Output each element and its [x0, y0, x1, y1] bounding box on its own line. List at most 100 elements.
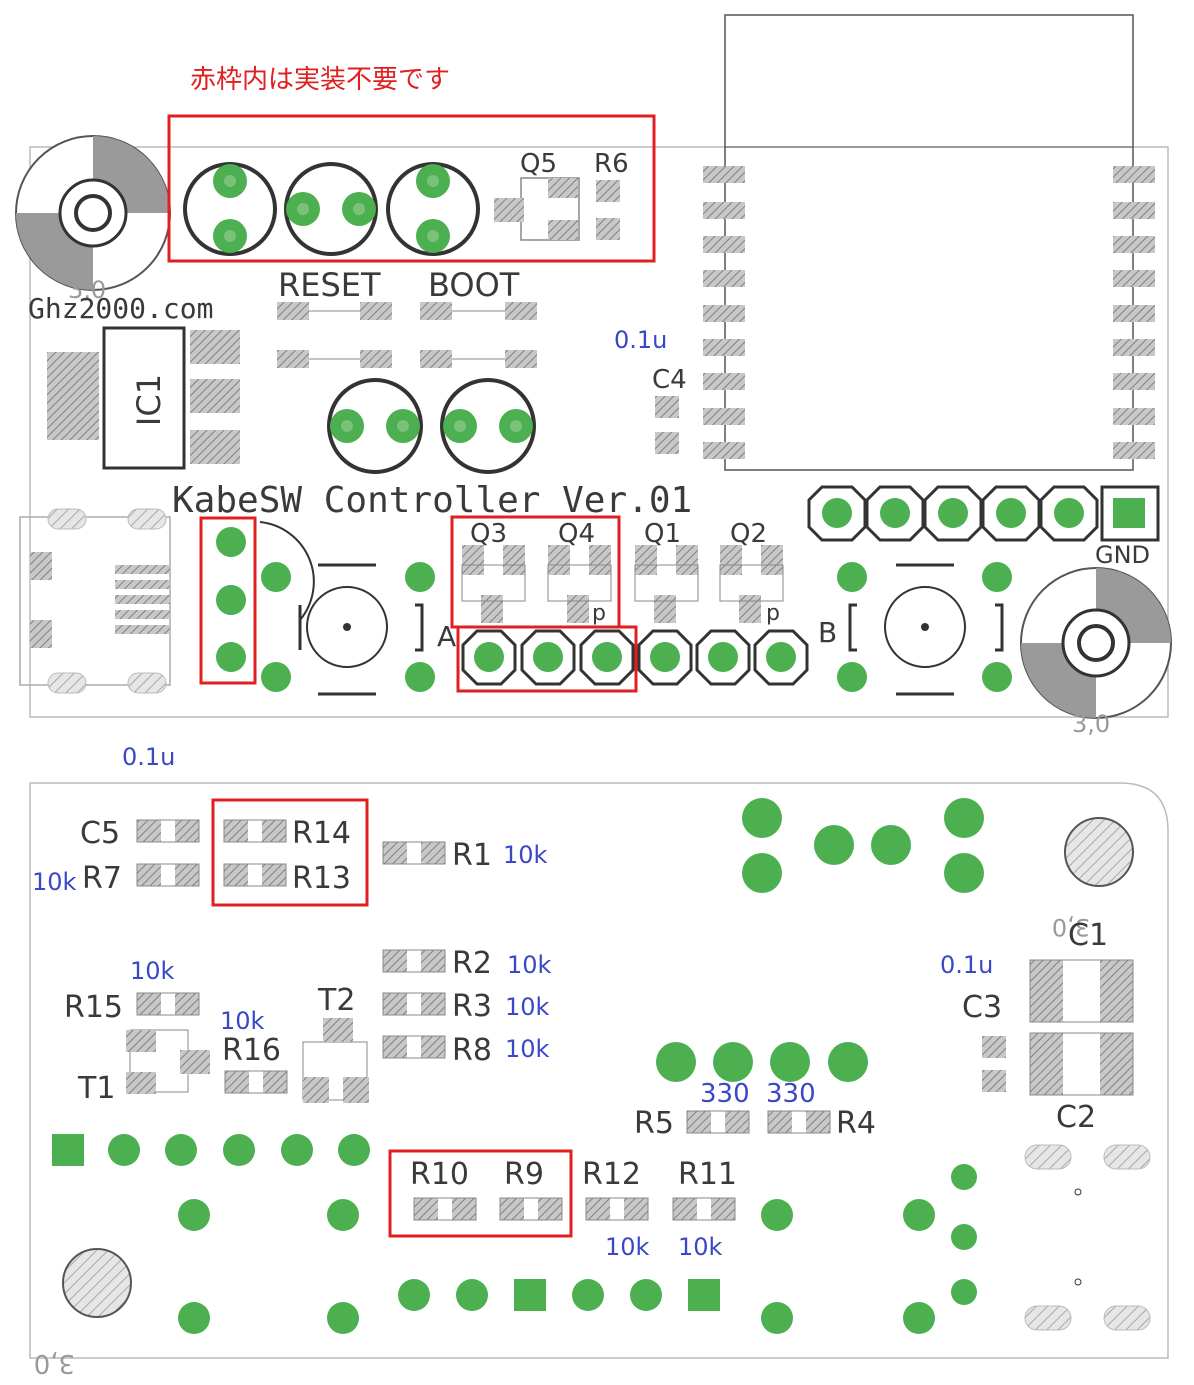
q5-r6: Q5 R6 [494, 149, 629, 241]
pads-bottom-row [178, 1279, 793, 1334]
r2-label: R2 [452, 946, 492, 981]
r3-value: 10k [505, 993, 550, 1021]
r2-r3-r8: R2 10k R3 10k R8 10k [382, 946, 552, 1068]
led-footprints [183, 162, 480, 256]
q2-label: Q2 [730, 519, 767, 549]
hole-label-top: 3,0 [68, 276, 106, 304]
site-label: Ghz2000.com [28, 292, 213, 325]
mounting-hole-top-left: 3,0 [15, 135, 171, 304]
hole-label-right: 3,0 [1072, 710, 1110, 738]
switch-b-label: B [818, 616, 837, 649]
pads-top-right [742, 798, 984, 893]
c2-label: C2 [1056, 1100, 1096, 1135]
not-required-box-top [167, 114, 656, 263]
usb-pads-bottom [903, 1144, 1151, 1334]
r7-label: R7 [82, 861, 122, 896]
r12-label: R12 [582, 1157, 641, 1192]
c1-label: C1 [1068, 918, 1108, 953]
q1-label: Q1 [644, 519, 681, 549]
not-required-box-header [456, 625, 638, 693]
r16-label: R16 [222, 1033, 281, 1068]
module-pads [703, 166, 1155, 459]
pads-middle-row [656, 1042, 868, 1082]
ic1-label: IC1 [130, 374, 168, 426]
t2-label: T2 [317, 983, 355, 1018]
bottom-top-value: 0.1u [122, 743, 175, 771]
mounting-hole-bottom-right: 3,0 [1052, 817, 1134, 941]
ic1-regulator: IC1 [47, 326, 240, 470]
r4-value: 330 [766, 1079, 816, 1109]
r15-label: R15 [64, 990, 123, 1025]
switch-a-footprint: A [259, 521, 456, 696]
pads-header-bottom [52, 1134, 793, 1231]
r6-label: R6 [594, 149, 629, 179]
r10-label: R10 [410, 1157, 469, 1192]
t1-label: T1 [77, 1071, 115, 1106]
c5-r7: C5 10k R7 [32, 816, 200, 896]
top-board: 赤枠内は実装不要です 3,0 Ghz2000.com IC1 [15, 14, 1172, 738]
r10-r9-r12-r11: R10 R9 R12 R11 10k 10k [410, 1157, 737, 1261]
r1-value: 10k [503, 841, 548, 869]
reset-button-footprint: RESET [277, 266, 392, 368]
c3-value: 0.1u [940, 951, 993, 979]
r14-label: R14 [292, 816, 351, 851]
r8-label: R8 [452, 1033, 492, 1068]
p-label-1: p [592, 601, 606, 626]
not-required-note: 赤枠内は実装不要です [190, 65, 450, 95]
p-label-2: p [766, 601, 780, 626]
not-required-box-r14-r13 [211, 798, 369, 907]
q4-label: Q4 [558, 519, 595, 549]
c4: 0.1u C4 [614, 326, 687, 454]
r1: R1 10k [382, 838, 548, 873]
r1-label: R1 [452, 838, 492, 873]
transistor-row: Q3 Q4 Q1 Q2 p p [461, 519, 784, 626]
r5-label: R5 [634, 1106, 674, 1141]
indicator-footprints [327, 378, 536, 474]
gnd-label-top: GND [1095, 541, 1150, 569]
r2-value: 10k [507, 951, 552, 979]
r14-r13: R14 R13 [223, 816, 351, 896]
c4-label: C4 [652, 365, 687, 395]
r12-value: 10k [605, 1233, 650, 1261]
pin-header-middle [461, 629, 809, 686]
r4-label: R4 [836, 1106, 876, 1141]
r5-r4: 330 330 R5 R4 [634, 1079, 876, 1141]
c1-c3-c2: C1 0.1u C3 C2 [940, 918, 1134, 1135]
r16-value: 10k [220, 1007, 265, 1035]
r3-label: R3 [452, 989, 492, 1024]
boot-label: BOOT [428, 266, 520, 304]
pin-header-top: GND [807, 485, 1160, 569]
q3-label: Q3 [470, 519, 507, 549]
r15-value: 10k [130, 957, 175, 985]
mounting-hole-right: 3,0 [1020, 567, 1172, 738]
c5-label: C5 [80, 816, 120, 851]
r8-value: 10k [505, 1035, 550, 1063]
r9-label: R9 [504, 1157, 544, 1192]
mounting-hole-bottom-left: 3,0 [34, 1248, 132, 1378]
r7-value: 10k [32, 868, 77, 896]
pad [216, 527, 246, 557]
pad [216, 585, 246, 615]
board-title: KabeSW Controller Ver.01 [172, 480, 692, 521]
c3-label: C3 [962, 990, 1002, 1025]
not-required-box-left [199, 516, 257, 685]
bottom-board-outline [29, 782, 1169, 1359]
usb-connector [19, 508, 171, 694]
r15-r16-t1-t2: 10k R15 10k R16 T1 T2 [64, 957, 369, 1106]
not-required-box-r10-r9 [388, 1149, 573, 1238]
hole-label-bottom-left: 3,0 [34, 1348, 75, 1378]
top-board-outline [29, 146, 1169, 718]
r13-label: R13 [292, 861, 351, 896]
q5-label: Q5 [520, 149, 557, 179]
r11-label: R11 [678, 1157, 737, 1192]
reset-label: RESET [278, 266, 381, 304]
module-outline [724, 14, 1134, 471]
r11-value: 10k [678, 1233, 723, 1261]
c4-value: 0.1u [614, 326, 667, 354]
boot-button-footprint: BOOT [420, 266, 537, 368]
r5-value: 330 [700, 1079, 750, 1109]
hole-label-bottom-right: 3,0 [1052, 913, 1090, 941]
pad [216, 642, 246, 672]
bottom-board: 0.1u C5 10k R7 R14 R13 R1 10k [29, 743, 1169, 1378]
